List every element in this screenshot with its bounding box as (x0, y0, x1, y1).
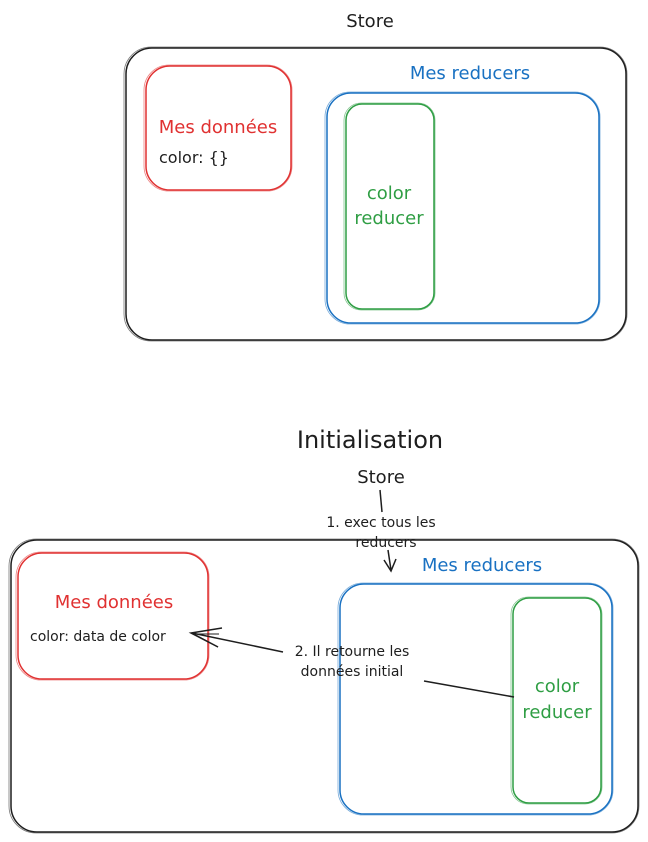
step1-line1: 1. exec tous les (326, 515, 435, 531)
top-color-reducer-box-sketch (343, 102, 436, 311)
bottom-store-box (10, 539, 639, 833)
top-reducers-title: Mes reducers (410, 63, 530, 84)
top-reducers-box (326, 92, 600, 324)
top-store-box-sketch (123, 46, 628, 342)
top-diagram: Store Mes données color: {} Mes reducers… (123, 11, 628, 342)
top-color-reducer-line1: color (367, 183, 412, 204)
step2-arrow-head (188, 627, 223, 648)
top-data-box-sketch (143, 64, 293, 192)
top-store-label: Store (346, 11, 394, 32)
step2-line2: données initial (301, 664, 404, 680)
top-color-reducer-box (345, 103, 435, 310)
bottom-color-reducer-box (512, 597, 602, 804)
bottom-data-title: Mes données (55, 592, 174, 613)
top-data-box (145, 65, 292, 191)
bottom-diagram: Initialisation Store 1. exec tous les re… (8, 426, 640, 834)
bottom-color-reducer-box-sketch (510, 596, 603, 805)
top-data-title: Mes données (159, 117, 278, 138)
step2-arrow-upper-segment (191, 632, 284, 653)
bottom-data-content: color: data de color (30, 629, 166, 645)
bottom-color-reducer-line1: color (535, 676, 580, 697)
store-connector-line (379, 489, 383, 513)
step2-line1: 2. Il retourne les (295, 644, 410, 660)
bottom-reducers-box (339, 583, 613, 815)
top-store-box (125, 47, 627, 341)
initialisation-title: Initialisation (297, 426, 443, 454)
step1-arrow-shaft (387, 549, 392, 571)
bottom-store-label: Store (357, 467, 405, 488)
step1-arrow-head (383, 558, 397, 573)
step2-arrow-head-sketch (193, 633, 219, 648)
bottom-data-box-sketch (15, 551, 210, 681)
step1-line2: reducers (355, 535, 416, 551)
step2-arrow-lower-segment (423, 680, 515, 698)
top-data-content: color: {} (159, 148, 229, 167)
bottom-store-box-sketch (8, 538, 640, 834)
bottom-reducers-title: Mes reducers (422, 555, 542, 576)
bottom-data-box (17, 552, 209, 680)
bottom-reducers-box-sketch (337, 582, 614, 816)
top-color-reducer-line2: reducer (354, 208, 424, 229)
top-reducers-box-sketch (324, 91, 601, 325)
bottom-color-reducer-line2: reducer (522, 702, 592, 723)
